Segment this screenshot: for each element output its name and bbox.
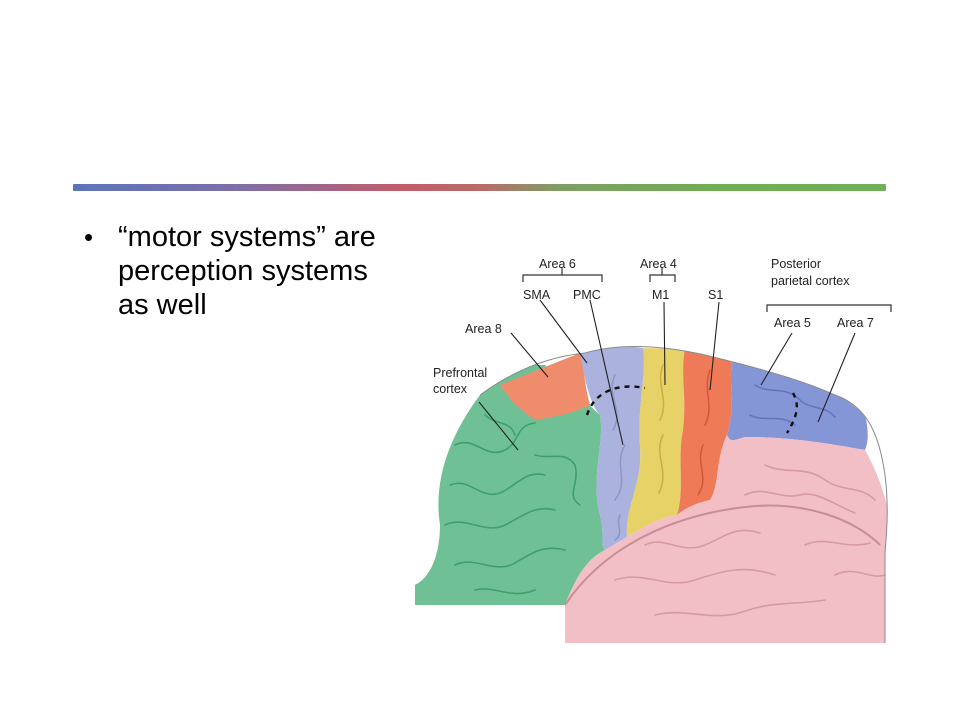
premotor-gyri — [611, 374, 626, 541]
area8-region — [500, 353, 590, 420]
sma-pmc-boundary — [585, 385, 646, 416]
bullet-list: • “motor systems” are perception systems… — [84, 220, 404, 322]
brain-diagram: Area 6 Area 4 SMA PMC M1 S1 Area 8 Prefr… — [415, 245, 910, 645]
somatosensory-region — [677, 349, 733, 515]
prefrontal-region — [415, 365, 605, 605]
label-m1: M1 — [652, 288, 669, 302]
label-area6: Area 6 — [539, 257, 576, 271]
leader-lines — [478, 299, 856, 451]
brain-outline — [479, 345, 888, 643]
label-posterior-line1: Posterior — [771, 257, 821, 271]
motor-gyri — [658, 364, 665, 494]
prefrontal-gyri — [444, 414, 581, 595]
label-brackets — [522, 267, 892, 312]
bullet-text: “motor systems” are perception systems a… — [118, 221, 376, 321]
label-area4: Area 4 — [640, 257, 677, 271]
label-area8: Area 8 — [465, 322, 502, 336]
label-prefrontal-line1: Prefrontal — [433, 366, 487, 380]
title-divider-bar — [73, 184, 886, 191]
brain-diagram-svg: Area 6 Area 4 SMA PMC M1 S1 Area 8 Prefr… — [415, 257, 892, 644]
motor-region — [626, 348, 685, 537]
temporal-lobe-outline — [564, 504, 881, 606]
area5-area7-boundary — [785, 392, 799, 434]
label-s1: S1 — [708, 288, 723, 302]
label-posterior-line2: parietal cortex — [771, 274, 850, 288]
label-area5: Area 5 — [774, 316, 811, 330]
temporal-occipital-region — [565, 435, 888, 644]
label-pmc: PMC — [573, 288, 601, 302]
premotor-region — [580, 346, 644, 550]
somatosensory-gyri — [697, 369, 711, 496]
temporal-gyri — [614, 464, 886, 617]
bullet-dot-icon: • — [84, 222, 94, 252]
bullet-item: • “motor systems” are perception systems… — [84, 220, 404, 322]
parietal-gyri — [749, 384, 836, 426]
label-prefrontal-line2: cortex — [433, 382, 468, 396]
label-sma: SMA — [523, 288, 551, 302]
label-area7: Area 7 — [837, 316, 874, 330]
